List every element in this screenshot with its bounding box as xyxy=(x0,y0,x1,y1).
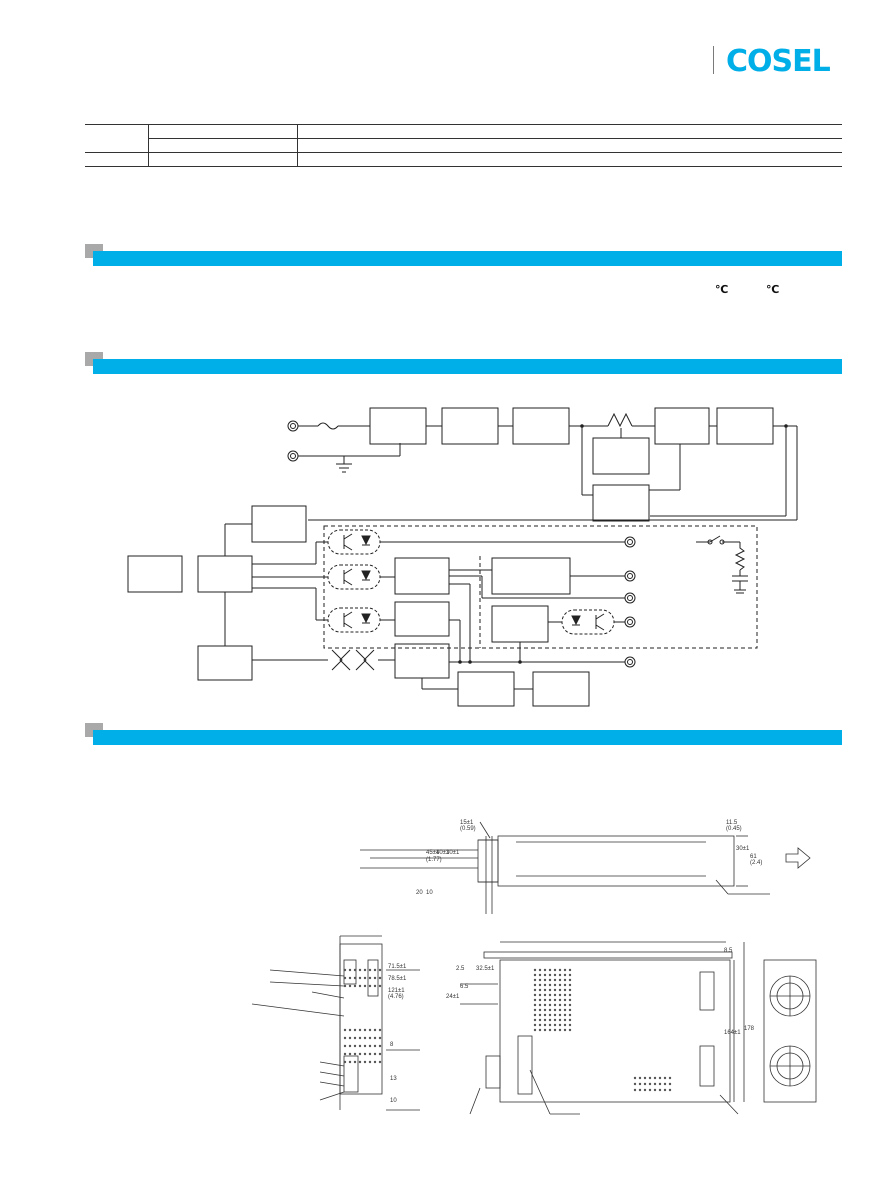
dim-11-5-in: (0.45) xyxy=(726,826,742,832)
section-header-1 xyxy=(85,244,842,266)
dim-178: 178 xyxy=(744,1026,755,1032)
dim-40: 40±1 xyxy=(436,850,450,856)
logo-divider xyxy=(713,46,714,74)
block-diagram xyxy=(127,407,798,707)
dim-2-5: 2.5 xyxy=(456,966,465,972)
logo-wordmark: COSEL xyxy=(726,44,831,76)
dim-6-5: 6.5 xyxy=(460,984,469,990)
dim-121-in: (4.76) xyxy=(388,994,404,1000)
temp-unit-1: ℃ xyxy=(715,283,729,296)
dim-71-5: 71.5±1 xyxy=(388,964,407,970)
dim-15-in: (0.59) xyxy=(460,826,476,832)
dim-8: 8 xyxy=(390,1042,394,1048)
dim-10: 10 xyxy=(426,890,433,896)
section-header-3 xyxy=(85,723,842,745)
dim-13: 13 xyxy=(390,1076,397,1082)
dim-11-5: 11.5 xyxy=(726,820,738,826)
cosel-logo: COSEL xyxy=(726,44,832,76)
section-header-2 xyxy=(85,352,842,374)
dim-78-5: 78.5±1 xyxy=(388,976,407,982)
temp-unit-2: ℃ xyxy=(766,283,780,296)
dim-61-in: (2.4) xyxy=(750,860,762,866)
dim-10b: 10 xyxy=(390,1098,397,1104)
spec-table xyxy=(85,124,842,167)
dim-121: 121±1 xyxy=(388,988,405,994)
dim-45-in: (1.77) xyxy=(426,857,442,863)
section-bar xyxy=(93,251,842,266)
dim-61: 61 xyxy=(750,854,757,860)
dim-30: 30±1 xyxy=(446,850,460,856)
dim-45: 45±1 xyxy=(426,850,440,856)
mechanical-drawings: 45±1 (1.77) 40±1 30±1 15±1 (0.59) 11.5 (… xyxy=(251,820,817,1115)
dim-8-5: 8.5 xyxy=(724,948,733,954)
section-bar xyxy=(93,359,842,374)
dim-164: 164±1 xyxy=(724,1030,741,1036)
dim-32-5: 32.5±1 xyxy=(476,966,495,972)
dim-15: 15±1 xyxy=(460,820,474,826)
dim-24: 24±1 xyxy=(446,994,460,1000)
section-bar xyxy=(93,730,842,745)
dim-30b: 30±1 xyxy=(736,846,750,852)
dim-20: 20 xyxy=(416,890,423,896)
